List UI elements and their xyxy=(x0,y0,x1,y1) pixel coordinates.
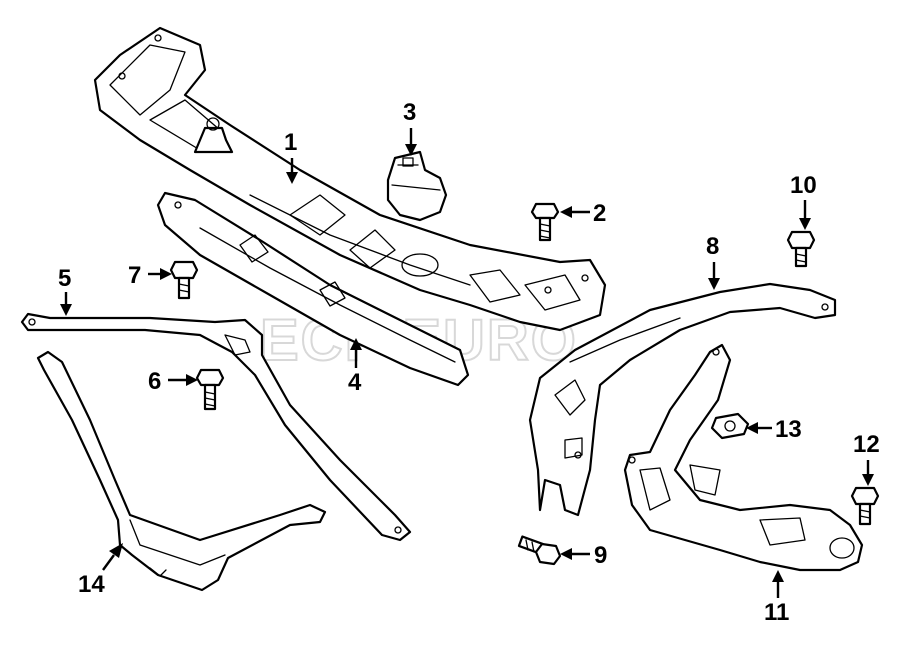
part-5-strut xyxy=(20,312,412,542)
callout-5: 5 xyxy=(58,265,71,292)
callout-3: 3 xyxy=(403,99,416,126)
part-2-bolt xyxy=(530,202,560,242)
callout-14: 14 xyxy=(78,571,105,598)
callout-13: 13 xyxy=(775,416,802,443)
callout-labels: 1 2 3 4 5 6 7 8 9 10 11 12 13 14 xyxy=(58,99,880,626)
callout-2: 2 xyxy=(593,200,606,227)
part-10-bolt xyxy=(786,230,816,268)
part-3-engine-mount xyxy=(386,150,448,222)
part-1-upper-crossmember xyxy=(93,26,607,332)
callout-8: 8 xyxy=(706,233,719,260)
callout-7: 7 xyxy=(128,262,141,289)
callout-11: 11 xyxy=(764,599,789,626)
part-9-bolt xyxy=(517,535,562,566)
part-14-lower-brace xyxy=(36,350,327,592)
part-7-bolt xyxy=(169,260,199,300)
callout-10: 10 xyxy=(790,172,817,199)
callout-9: 9 xyxy=(594,542,607,569)
callout-12: 12 xyxy=(853,431,880,458)
part-11-lower-frame xyxy=(623,343,864,572)
part-13-nut xyxy=(710,412,750,440)
part-12-bolt xyxy=(850,486,880,526)
part-6-bolt xyxy=(195,368,225,411)
callout-4: 4 xyxy=(348,369,362,396)
callout-6: 6 xyxy=(148,368,161,395)
callout-arrows xyxy=(60,128,874,598)
part-4-lower-bracket xyxy=(156,191,470,387)
callout-1: 1 xyxy=(284,129,297,156)
part-8-side-bracket xyxy=(528,282,837,517)
